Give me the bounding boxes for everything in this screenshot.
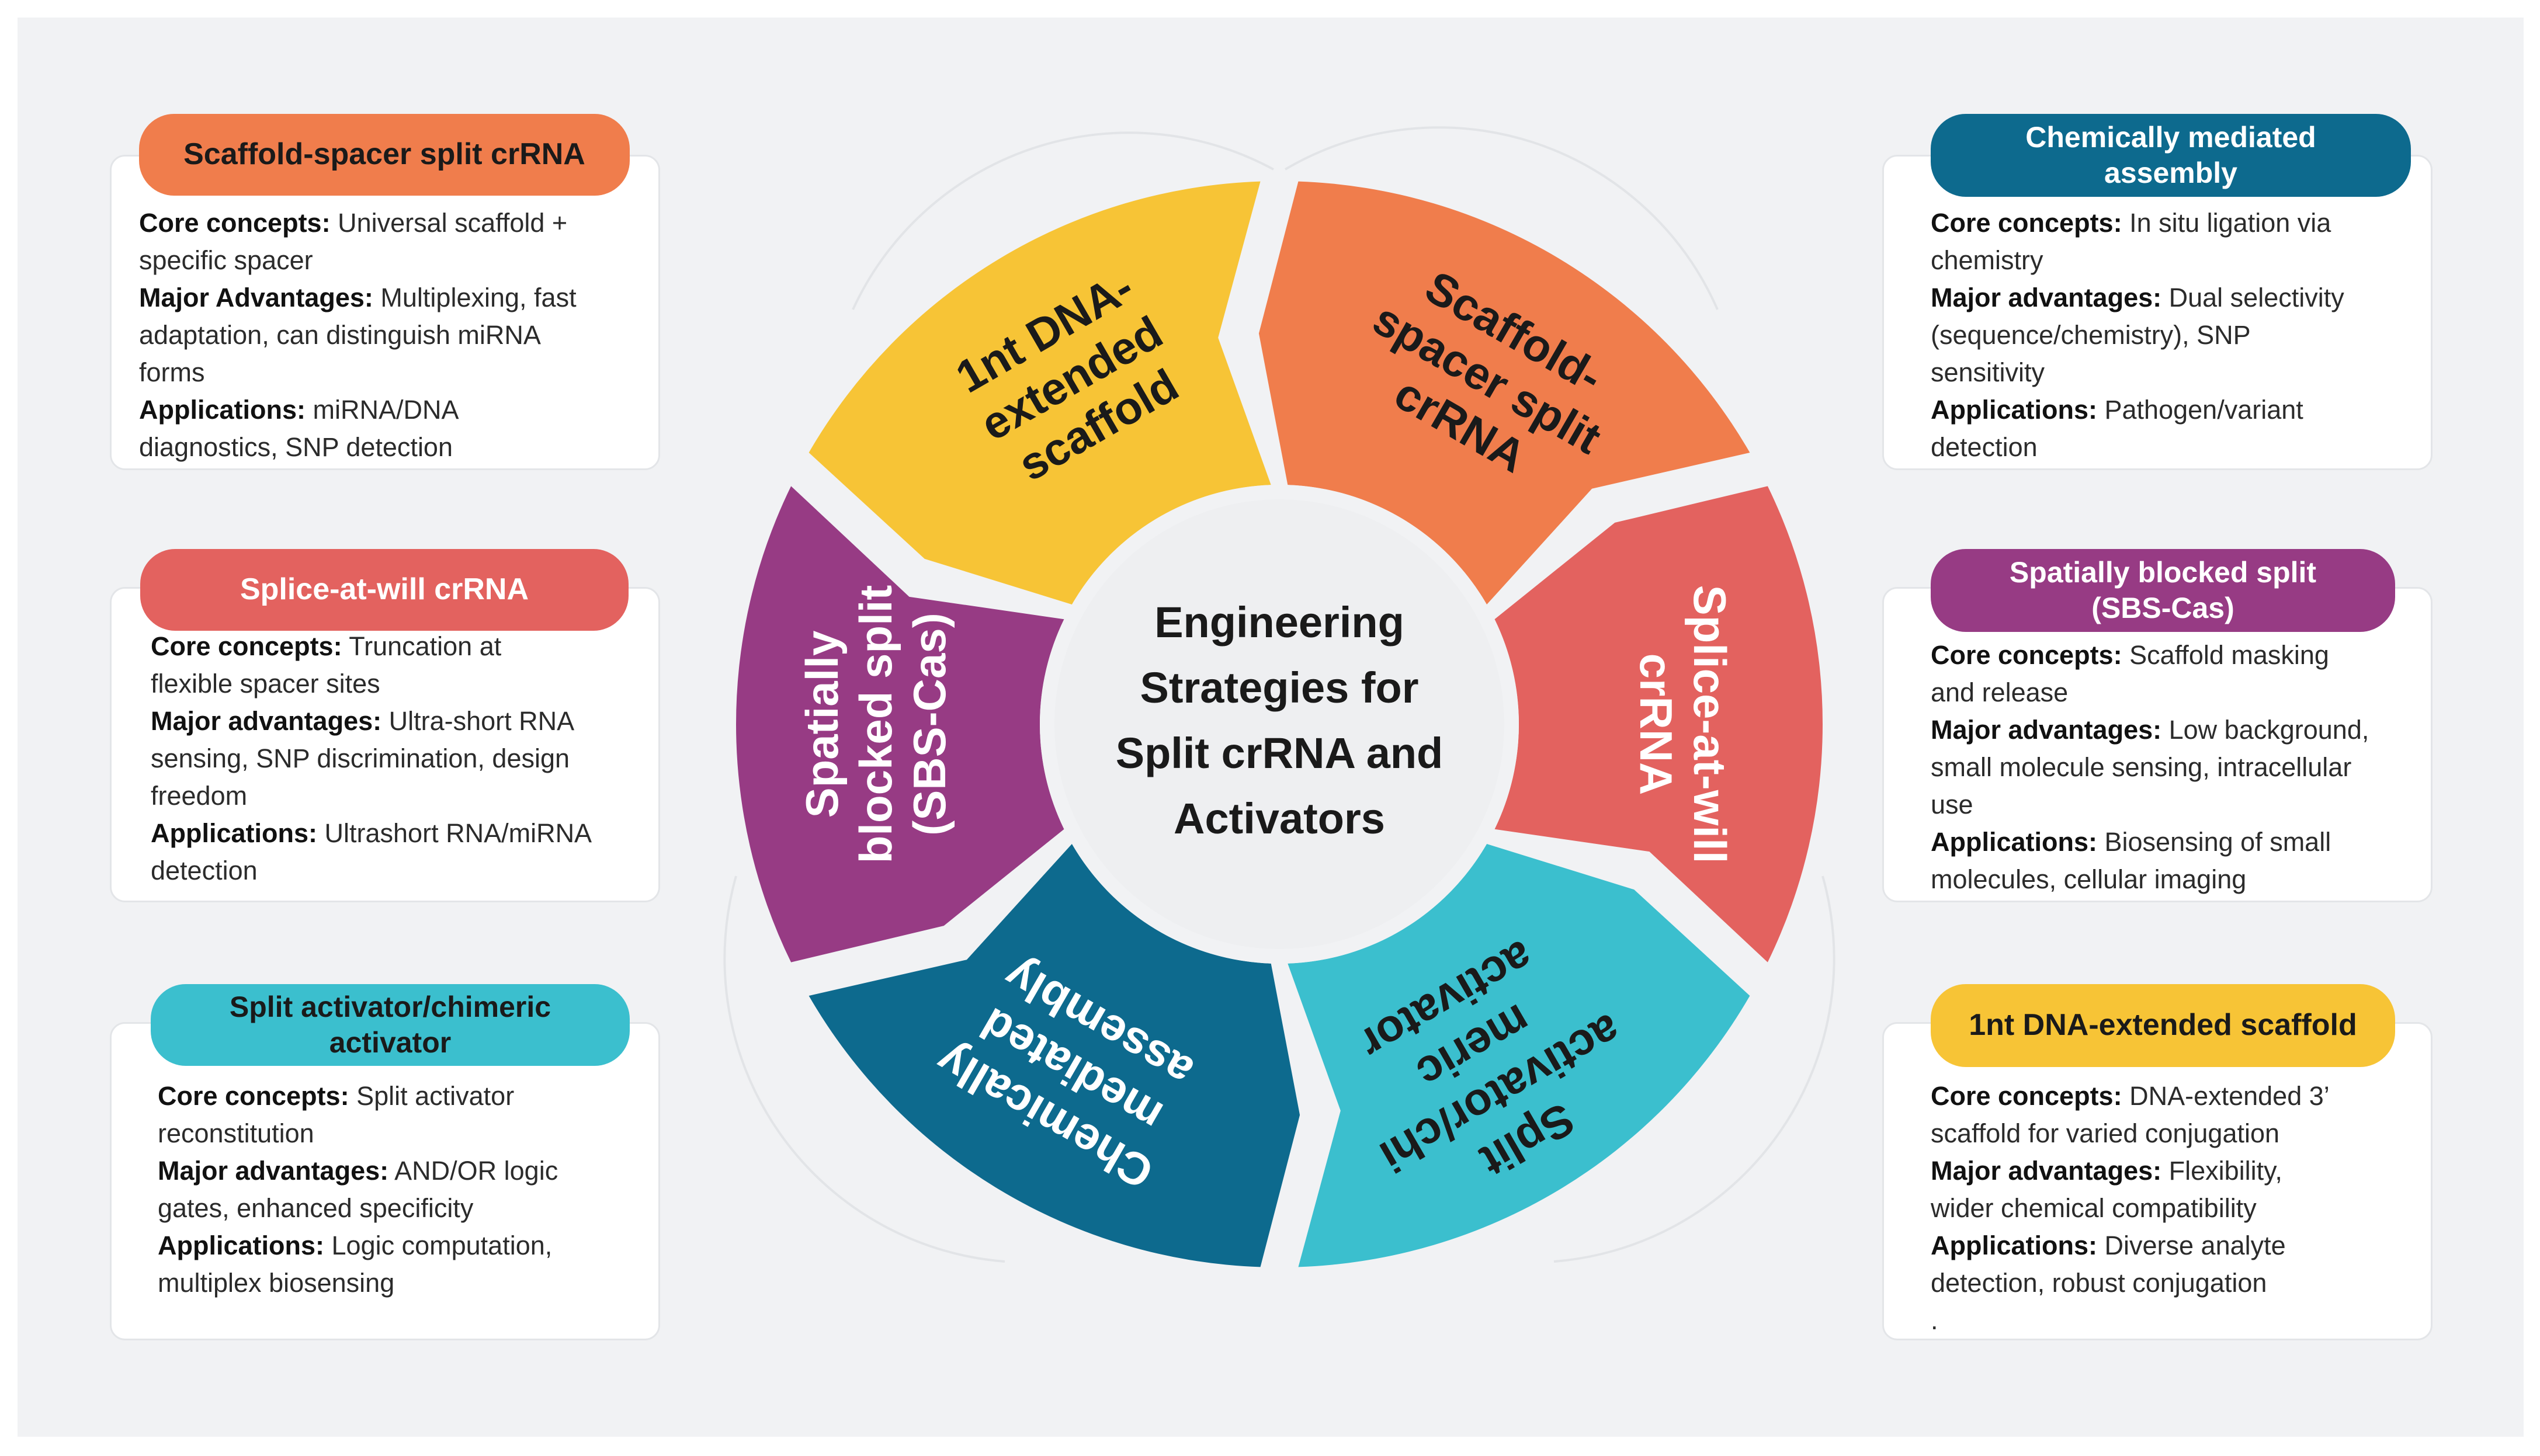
segment-spatially-blocked <box>736 486 1064 962</box>
text: wider chemical compatibility <box>1931 1193 2257 1223</box>
text: Truncation at <box>342 631 502 661</box>
label-applications: Applications: <box>1931 827 2098 857</box>
text: detection <box>151 856 258 885</box>
text: Pathogen/variant <box>2097 395 2303 425</box>
text: Dual selectivity <box>2161 283 2344 312</box>
text: diagnostics, SNP detection <box>139 432 453 462</box>
text: AND/OR logic <box>388 1156 558 1186</box>
text: adaptation, can distinguish miRNA <box>139 320 541 350</box>
label-applications: Applications: <box>1931 395 2098 425</box>
label-major-advantages: Major advantages: <box>151 706 382 736</box>
card-title-scaffold-spacer: Scaffold-spacer split crRNA <box>139 114 630 196</box>
segment-spatially-blocked-label: Spatiallyblocked split(SBS-Cas) <box>796 585 955 864</box>
label-major-advantages: Major advantages: <box>1931 283 2162 312</box>
text: chemistry <box>1931 245 2043 275</box>
card-spatially-blocked <box>1882 587 2433 902</box>
text: freedom <box>151 781 248 811</box>
text: small molecule sensing, intracellular <box>1931 752 2352 782</box>
text: multiplex biosensing <box>158 1268 395 1298</box>
center-title-line: Engineering <box>1154 598 1404 647</box>
text: reconstitution <box>158 1118 314 1148</box>
center-title: Engineering Strategies for Split crRNA a… <box>1040 590 1519 852</box>
text: flexible spacer sites <box>151 669 380 699</box>
text: use <box>1931 790 1973 819</box>
card-chemically-mediated <box>1882 155 2433 470</box>
segment-splice-at-will-label: Splice-at-willcrRNA <box>1630 585 1736 864</box>
text: Scaffold masking <box>2122 640 2329 670</box>
card-title-splice-at-will: Splice-at-will crRNA <box>140 549 629 631</box>
text: sensitivity <box>1931 357 2045 387</box>
segment-chemically-mediated <box>809 844 1300 1267</box>
wheel-guide-arcs <box>723 126 1835 1263</box>
label-major-advantages: Major Advantages: <box>139 283 373 312</box>
wheel-segments <box>736 181 1823 1267</box>
label-applications: Applications: <box>151 818 318 848</box>
label-core-concepts: Core concepts: <box>1931 208 2122 238</box>
text: forms <box>139 357 205 387</box>
text: Universal scaffold + <box>330 208 568 238</box>
label-core-concepts: Core concepts: <box>158 1081 349 1111</box>
card-body-splice-at-will: Core concepts: Truncation at flexible sp… <box>151 628 653 889</box>
text: Diverse analyte <box>2097 1231 2286 1260</box>
label-core-concepts: Core concepts: <box>1931 1081 2122 1111</box>
segment-1nt-dna-extended <box>809 181 1271 604</box>
text: In situ ligation via <box>2122 208 2331 238</box>
card-splice-at-will <box>110 587 660 902</box>
text: sensing, SNP discrimination, design <box>151 743 570 773</box>
card-title-spatially-blocked: Spatially blocked split (SBS-Cas) <box>1931 549 2395 632</box>
text: specific spacer <box>139 245 313 275</box>
text: DNA-extended 3’ <box>2122 1081 2330 1111</box>
text: Flexibility, <box>2161 1156 2282 1186</box>
card-body-chemically-mediated: Core concepts: In situ ligation via chem… <box>1931 204 2427 466</box>
card-title-chemically-mediated: Chemically mediated assembly <box>1931 114 2411 197</box>
text: . <box>1931 1305 1938 1335</box>
segment-scaffold-spacer <box>1258 181 1750 604</box>
segment-split-activator <box>1288 844 1750 1267</box>
label-core-concepts: Core concepts: <box>1931 640 2122 670</box>
text: Ultrashort RNA/miRNA <box>317 818 592 848</box>
text: gates, enhanced specificity <box>158 1193 474 1223</box>
text: miRNA/DNA <box>306 395 459 425</box>
card-scaffold-spacer <box>110 155 660 470</box>
text: and release <box>1931 677 2069 707</box>
label-core-concepts: Core concepts: <box>151 631 342 661</box>
text: scaffold for varied conjugation <box>1931 1118 2280 1148</box>
text: Low background, <box>2161 715 2369 745</box>
label-applications: Applications: <box>1931 1231 2098 1260</box>
text: Multiplexing, fast <box>373 283 577 312</box>
card-title-1nt-dna-extended: 1nt DNA-extended scaffold <box>1931 984 2395 1067</box>
label-core-concepts: Core concepts: <box>139 208 331 238</box>
card-body-split-activator: Core concepts: Split activator reconstit… <box>158 1078 654 1302</box>
label-major-advantages: Major advantages: <box>1931 1156 2162 1186</box>
text: Logic computation, <box>324 1231 553 1260</box>
text: Split activator <box>349 1081 515 1111</box>
text: (sequence/chemistry), SNP <box>1931 320 2251 350</box>
card-title-split-activator: Split activator/chimeric activator <box>151 984 630 1066</box>
card-body-1nt-dna-extended: Core concepts: DNA-extended 3’ scaffold … <box>1931 1078 2427 1339</box>
center-title-line: Activators <box>1174 794 1385 843</box>
card-body-spatially-blocked: Core concepts: Scaffold masking and rele… <box>1931 637 2427 898</box>
card-body-scaffold-spacer: Core concepts: Universal scaffold + spec… <box>139 204 653 466</box>
center-hub-inner <box>1054 499 1504 949</box>
label-major-advantages: Major advantages: <box>1931 715 2162 745</box>
label-applications: Applications: <box>139 395 306 425</box>
text: molecules, cellular imaging <box>1931 864 2247 894</box>
label-applications: Applications: <box>158 1231 325 1260</box>
text: detection, robust conjugation <box>1931 1268 2267 1298</box>
label-major-advantages: Major advantages: <box>158 1156 389 1186</box>
text: Ultra-short RNA <box>381 706 575 736</box>
center-title-line: Strategies for <box>1140 663 1419 712</box>
text: Biosensing of small <box>2097 827 2331 857</box>
segment-splice-at-will <box>1494 486 1823 962</box>
card-1nt-dna-extended <box>1882 1022 2433 1340</box>
center-title-line: Split crRNA and <box>1115 729 1444 777</box>
text: detection <box>1931 432 2038 462</box>
